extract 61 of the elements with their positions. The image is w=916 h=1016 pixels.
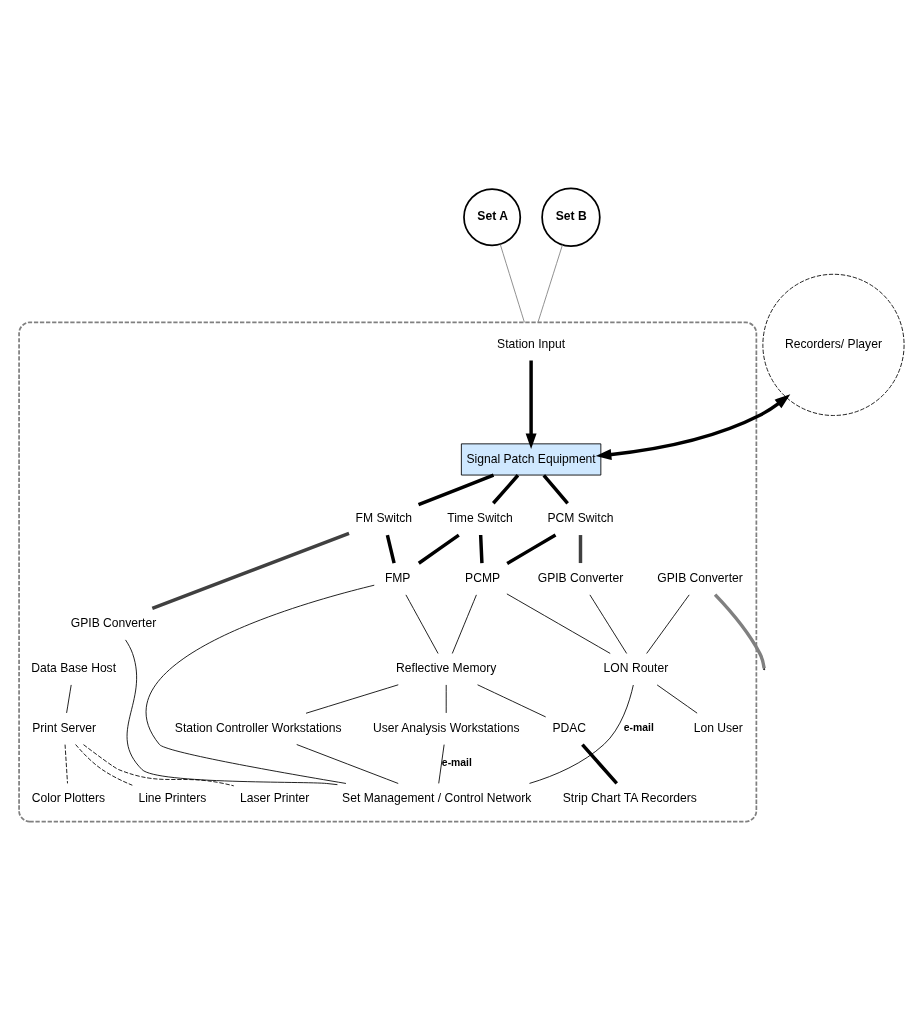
- connector: [83, 743, 235, 786]
- node-circle: Set A: [463, 187, 522, 246]
- arrow: [525, 360, 537, 449]
- connector: [581, 742, 619, 785]
- node-text: LON Router: [603, 660, 669, 675]
- edge-label: e-mail: [623, 721, 654, 733]
- connector: [385, 534, 396, 563]
- node-text: PDAC: [552, 720, 587, 735]
- node-text: Data Base Host: [31, 660, 117, 675]
- connector: [296, 743, 399, 784]
- node-text: Color Plotters: [31, 790, 106, 805]
- edge-label: e-mail: [441, 756, 472, 768]
- connector: [438, 743, 445, 784]
- node-text: Station Controller Workstations: [174, 720, 342, 735]
- connector: [146, 584, 375, 784]
- node-text: Set Management / Control Network: [342, 790, 532, 805]
- node-text: PCM Switch: [547, 510, 614, 525]
- connector: [417, 473, 495, 506]
- node-circle: Recorders/ Player: [762, 273, 905, 416]
- node-text: Strip Chart TA Recorders: [562, 790, 697, 805]
- node-box: Signal Patch Equipment: [460, 442, 602, 475]
- connector: [506, 592, 611, 654]
- connector: [305, 683, 399, 714]
- node-circle: Set B: [541, 186, 601, 247]
- node-text: Line Printers: [138, 790, 207, 805]
- node-text: GPIB Converter: [70, 615, 157, 630]
- connector: [66, 684, 72, 713]
- connector: [713, 592, 766, 668]
- node-text: Station Input: [497, 336, 566, 351]
- node-text: FMP: [384, 570, 411, 585]
- node-text: Reflective Memory: [396, 660, 497, 675]
- node-text: Laser Printer: [239, 790, 310, 805]
- connector: [506, 532, 557, 565]
- arrow: [595, 393, 791, 460]
- connector: [417, 533, 460, 565]
- connector: [492, 473, 520, 504]
- connector: [151, 531, 350, 610]
- connector: [578, 534, 583, 563]
- connector: [646, 593, 690, 654]
- node-text: Time Switch: [447, 510, 513, 525]
- cluster: [18, 321, 758, 822]
- connector: [477, 683, 547, 717]
- node-text: Lon User: [693, 720, 743, 735]
- node-text: PCMP: [465, 570, 501, 585]
- connector: [589, 593, 628, 654]
- connector: [529, 684, 634, 784]
- connector: [125, 638, 338, 785]
- node-text: GPIB Converter: [537, 570, 624, 585]
- node-text: FM Switch: [355, 510, 413, 525]
- connector: [656, 684, 698, 714]
- connector: [542, 473, 569, 504]
- node-text: User Analysis Workstations: [372, 720, 520, 735]
- connector: [499, 243, 525, 323]
- connector: [75, 743, 133, 786]
- connector: [451, 593, 477, 654]
- node-text: Print Server: [32, 720, 97, 735]
- connector: [405, 593, 439, 654]
- connector: [478, 534, 484, 563]
- connector: [537, 243, 563, 323]
- node-text: GPIB Converter: [657, 570, 743, 585]
- connector: [64, 743, 68, 784]
